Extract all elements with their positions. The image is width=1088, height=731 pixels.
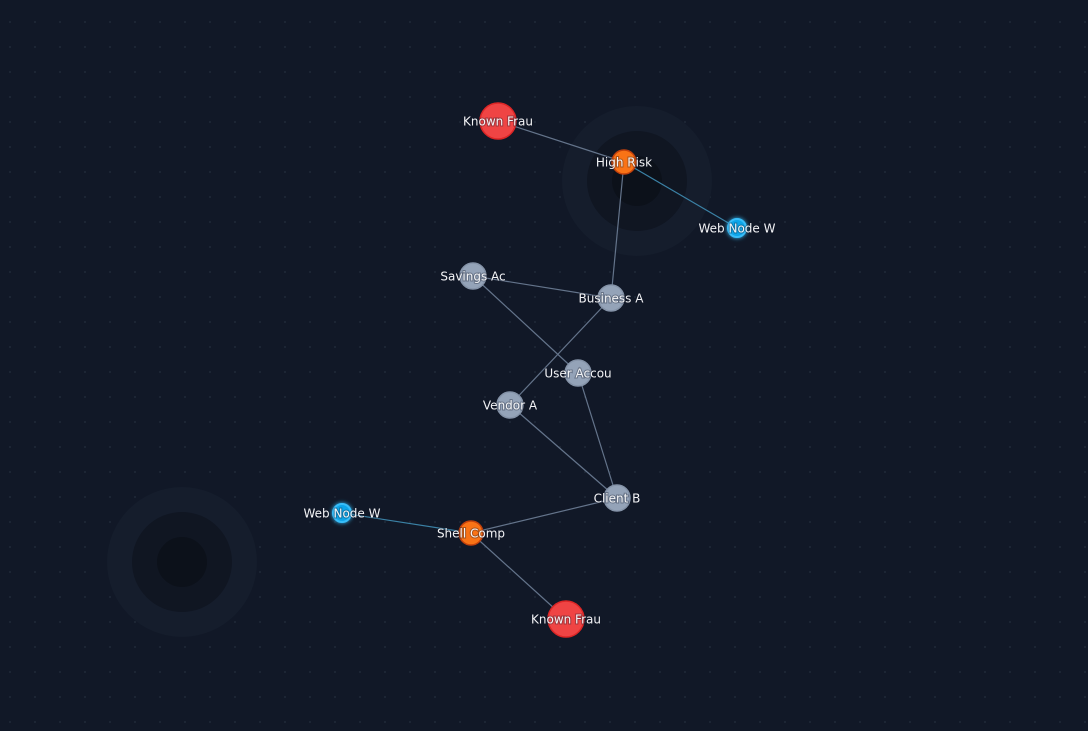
halo-1 (562, 106, 712, 256)
edge-known-fraud-1-high-risk (497, 120, 625, 163)
node-circle-high-risk[interactable] (611, 149, 637, 175)
node-user[interactable]: User Accou (543, 359, 613, 387)
node-circle-business[interactable] (597, 284, 625, 312)
edge-high-risk-business (610, 161, 625, 299)
node-circle-web-node-2[interactable] (332, 503, 352, 523)
node-label-known-fraud-2: Known Frau (531, 613, 601, 627)
node-known-fraud-1[interactable]: Known Frau (462, 102, 534, 140)
node-savings[interactable]: Savings Ac (439, 262, 507, 290)
halo-2 (107, 487, 257, 637)
node-label-shell: Shell Comp (437, 527, 505, 541)
node-label-web-node-2: Web Node W (304, 507, 381, 521)
node-shell[interactable]: Shell Comp (436, 520, 506, 546)
edge-savings-business (472, 275, 612, 299)
edge-business-vendor (509, 297, 612, 406)
node-circle-web-node-1[interactable] (727, 218, 747, 238)
node-circle-vendor[interactable] (496, 391, 524, 419)
node-high-risk[interactable]: High Risk (595, 149, 653, 175)
edge-client-shell (470, 497, 618, 534)
edge-user-client (577, 372, 618, 499)
node-label-business: Business A (579, 292, 645, 306)
node-label-web-node-1: Web Node W (699, 222, 776, 236)
node-web-node-1[interactable]: Web Node W (698, 218, 777, 238)
node-circle-shell[interactable] (458, 520, 484, 546)
node-label-user: User Accou (544, 367, 611, 381)
node-label-client: Client B (594, 492, 641, 506)
edge-high-risk-web-node-1 (623, 161, 738, 229)
node-label-savings: Savings Ac (440, 270, 505, 284)
node-known-fraud-2[interactable]: Known Frau (530, 600, 602, 638)
edge-vendor-client (509, 404, 618, 499)
node-circle-user[interactable] (564, 359, 592, 387)
edge-web-node-2-shell (341, 512, 472, 534)
node-circle-savings[interactable] (459, 262, 487, 290)
edge-savings-user (472, 275, 579, 374)
edge-layer (341, 120, 738, 620)
node-client[interactable]: Client B (593, 484, 641, 512)
node-label-vendor: Vendor A (483, 399, 538, 413)
node-label-known-fraud-1: Known Frau (463, 115, 533, 129)
node-circle-known-fraud-1[interactable] (479, 102, 517, 140)
node-label-high-risk: High Risk (596, 156, 652, 170)
node-circle-known-fraud-2[interactable] (547, 600, 585, 638)
node-vendor[interactable]: Vendor A (482, 391, 539, 419)
node-circle-client[interactable] (603, 484, 631, 512)
node-web-node-2[interactable]: Web Node W (303, 503, 382, 523)
node-business[interactable]: Business A (578, 284, 645, 312)
edge-shell-known-fraud-2 (470, 532, 567, 620)
